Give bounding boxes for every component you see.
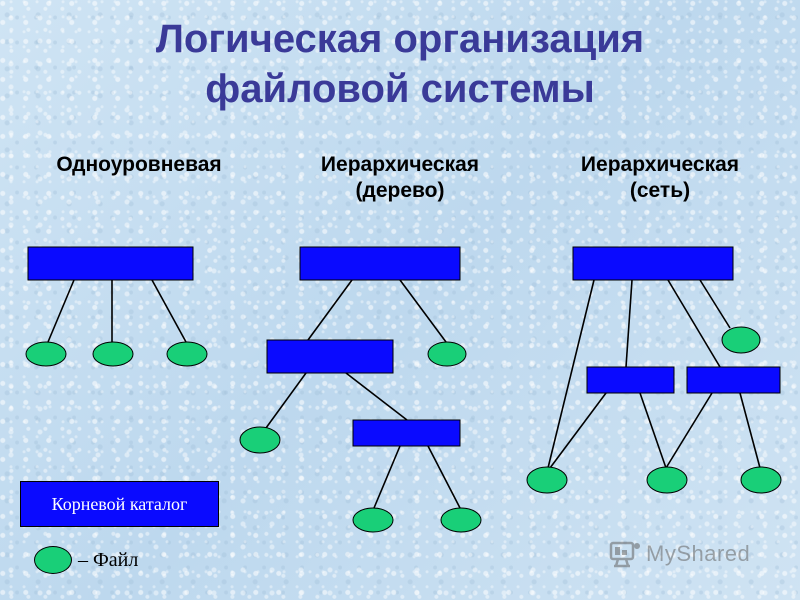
edge — [667, 279, 721, 368]
heading-hierarchical-tree: Иерархическая (дерево) — [280, 152, 520, 204]
watermark-text: MyShared — [646, 541, 751, 566]
heading-hierarchical-network: Иерархическая (сеть) — [540, 152, 780, 204]
file-node — [25, 341, 67, 367]
file-node — [646, 466, 688, 494]
slide-title: Логическая организация файловой системы — [0, 14, 800, 114]
edge — [47, 279, 75, 343]
slide-title-line2: файловой системы — [205, 67, 595, 111]
myshared-logo-icon — [609, 541, 640, 568]
directory-node — [686, 366, 781, 394]
heading-single-level-line1: Одноуровневая — [56, 153, 222, 176]
edge — [373, 445, 401, 509]
file-node — [352, 507, 394, 533]
directory-node — [266, 339, 394, 374]
file-node — [166, 341, 208, 367]
edge — [549, 392, 607, 469]
edge — [151, 279, 187, 343]
heading-network-line2: (сеть) — [629, 179, 691, 202]
heading-single-level: Одноуровневая — [24, 152, 254, 178]
file-node — [721, 326, 761, 354]
file-node — [239, 426, 281, 454]
edge — [427, 445, 461, 509]
edge — [307, 279, 353, 341]
file-node — [427, 341, 467, 367]
root-directory-node — [299, 246, 461, 281]
heading-tree-line1: Иерархическая — [320, 153, 480, 176]
edge — [665, 392, 713, 469]
heading-tree-line2: (дерево) — [355, 179, 445, 202]
legend-root-directory: Корневой каталог — [20, 481, 219, 527]
directory-node — [352, 419, 461, 447]
edge — [699, 279, 731, 329]
edge — [345, 372, 408, 421]
legend-file-shape — [34, 546, 72, 574]
legend-file-label: – Файл — [78, 549, 139, 571]
root-directory-node — [27, 246, 194, 281]
file-node — [92, 341, 134, 367]
file-node — [440, 507, 482, 533]
file-node — [740, 466, 782, 494]
edge — [625, 279, 633, 368]
edge — [547, 279, 595, 469]
network-diagram — [526, 246, 782, 494]
tree-diagram — [239, 246, 482, 533]
watermark: MyShared — [608, 537, 750, 571]
edge — [399, 279, 447, 343]
single-level-diagram — [25, 246, 208, 367]
slide-title-line1: Логическая организация — [155, 17, 645, 61]
edge — [739, 392, 761, 469]
directory-node — [586, 366, 675, 394]
file-node — [526, 466, 568, 494]
edge — [639, 392, 667, 469]
edge — [265, 372, 307, 429]
root-directory-node — [572, 246, 734, 281]
heading-network-line1: Иерархическая — [580, 153, 740, 176]
